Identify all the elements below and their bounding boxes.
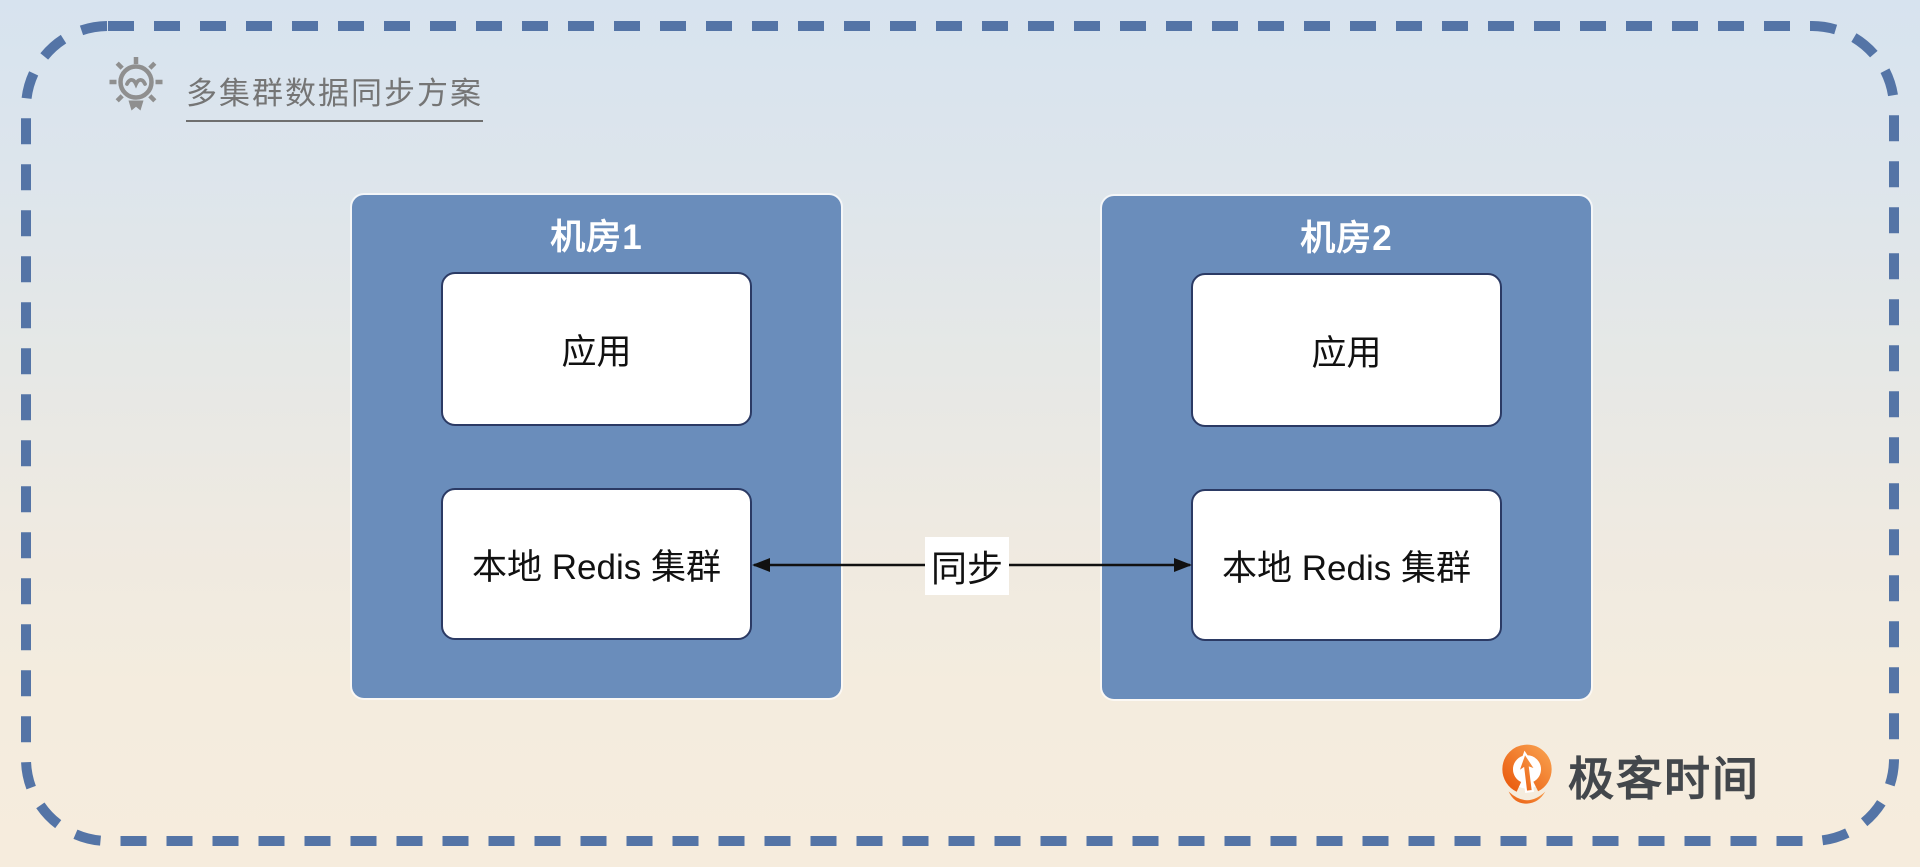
node-app: 应用 [441, 272, 752, 426]
header: 多集群数据同步方案 [104, 52, 483, 124]
cluster-title: 机房2 [1300, 219, 1393, 258]
geektime-logo-icon [1502, 744, 1552, 804]
cluster-title: 机房1 [550, 218, 643, 257]
brand-name: 极客时间 [1568, 753, 1760, 805]
node-redis: 本地 Redis 集群 [1191, 489, 1502, 641]
cluster-box-datacenter-1: 机房1 应用 本地 Redis 集群 [352, 195, 841, 698]
sync-arrow-label: 同步 [925, 537, 1009, 595]
lightbulb-icon [109, 57, 163, 111]
cluster-box-datacenter-2: 机房2 应用 本地 Redis 集群 [1102, 196, 1591, 699]
node-app: 应用 [1191, 273, 1502, 427]
brand-watermark: 极客时间 [1498, 742, 1760, 814]
page-title: 多集群数据同步方案 [186, 68, 483, 122]
node-redis: 本地 Redis 集群 [441, 488, 752, 640]
